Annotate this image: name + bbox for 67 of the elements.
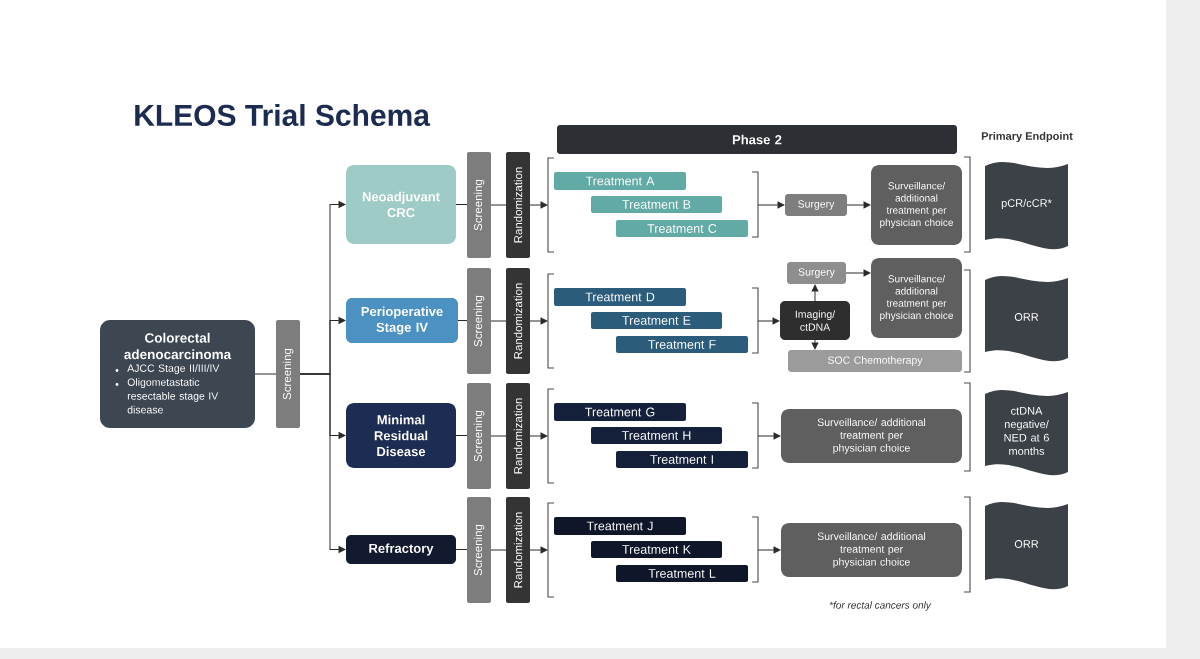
vertical-label-bar: Screening bbox=[467, 268, 491, 374]
process-box: Treatment I bbox=[616, 451, 748, 468]
process-box: Treatment H bbox=[591, 427, 722, 444]
process-box: Neoadjuvant CRC bbox=[346, 165, 456, 244]
process-box: Minimal Residual Disease bbox=[346, 403, 456, 468]
arrow bbox=[529, 432, 548, 440]
process-box: Surveillance/ additional treatment per physician choice bbox=[781, 409, 962, 463]
footnote: *for rectal cancers only bbox=[829, 601, 932, 611]
process-box: Treatment G bbox=[554, 403, 686, 421]
process-box: Treatment K bbox=[591, 541, 722, 558]
process-box: Treatment E bbox=[591, 312, 722, 329]
process-box: Treatment A bbox=[554, 172, 686, 190]
list-item: Oligometastatic resectable stage IV disease bbox=[127, 378, 219, 414]
arrow bbox=[811, 339, 819, 350]
process-box: Treatment D bbox=[554, 288, 686, 306]
column-heading: Primary Endpoint bbox=[981, 131, 1073, 143]
process-box: Treatment B bbox=[591, 196, 722, 213]
connector-line bbox=[490, 204, 507, 206]
process-box: Treatment L bbox=[616, 565, 748, 582]
bracket bbox=[547, 273, 759, 369]
header-band: Phase 2 bbox=[557, 125, 957, 154]
process-box: Surveillance/ additional treatment per physician choice bbox=[781, 523, 962, 577]
process-box: Surgery bbox=[787, 262, 846, 284]
vertical-label-bar: Screening bbox=[467, 152, 491, 258]
process-box: Treatment F bbox=[616, 336, 748, 353]
arrow bbox=[846, 201, 871, 209]
connector-line bbox=[490, 549, 507, 551]
bracket bbox=[547, 502, 759, 598]
vertical-label-bar: Randomization bbox=[506, 152, 530, 258]
banner-flag: ORR bbox=[985, 276, 1068, 362]
arrow bbox=[757, 432, 781, 440]
process-box: Refractory bbox=[346, 535, 456, 564]
process-box: SOC Chemotherapy bbox=[788, 350, 962, 372]
arrow bbox=[757, 201, 785, 209]
title: KLEOS Trial Schema bbox=[135, 104, 431, 126]
bracket bbox=[547, 157, 759, 253]
process-box: Surgery bbox=[785, 194, 847, 216]
connector-line bbox=[455, 435, 468, 436]
connector-line bbox=[455, 204, 468, 205]
process-box: Surveillance/ additional treatment per physician choice bbox=[871, 258, 962, 338]
arrow bbox=[757, 546, 781, 554]
connector-line bbox=[490, 320, 507, 322]
arrow bbox=[299, 373, 346, 553]
arrow bbox=[529, 317, 548, 325]
connector-line bbox=[457, 320, 468, 321]
vertical-label-bar: Randomization bbox=[506, 497, 530, 603]
vertical-label-bar: Randomization bbox=[506, 383, 530, 489]
vertical-label-bar: Screening bbox=[276, 320, 300, 428]
process-box: Treatment J bbox=[554, 517, 686, 535]
connector-line bbox=[254, 373, 277, 375]
arrow bbox=[845, 269, 871, 277]
banner-flag: ctDNA negative/ NED at 6 months bbox=[985, 390, 1068, 476]
connector-line bbox=[455, 549, 468, 550]
process-box: Perioperative Stage IV bbox=[346, 298, 458, 343]
list-item: AJCC Stage II/III/IV bbox=[127, 364, 220, 374]
arrow bbox=[529, 201, 548, 209]
process-box: Treatment C bbox=[616, 220, 748, 237]
bracket bbox=[547, 388, 759, 484]
connector-line bbox=[490, 435, 507, 437]
process-box: Surveillance/ additional treatment per physician choice bbox=[871, 165, 962, 245]
arrow bbox=[811, 284, 819, 302]
arrow bbox=[529, 546, 548, 554]
vertical-label-bar: Screening bbox=[467, 497, 491, 603]
vertical-label-bar: Screening bbox=[467, 383, 491, 489]
process-box: Imaging/ ctDNA bbox=[780, 301, 850, 340]
arrow bbox=[757, 317, 780, 325]
vertical-label-bar: Randomization bbox=[506, 268, 530, 374]
